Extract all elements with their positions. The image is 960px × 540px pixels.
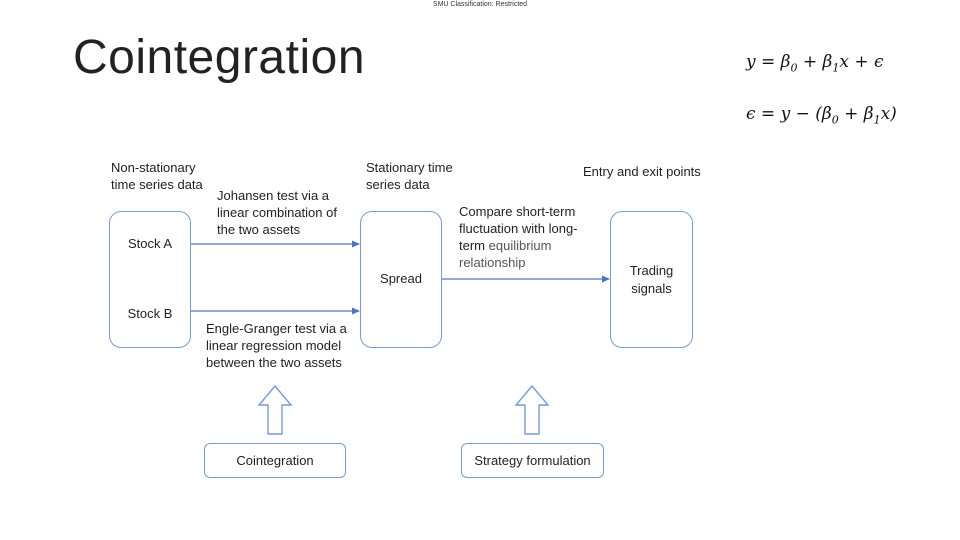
box-trading-line1: Trading [629, 263, 674, 278]
box-stock-b-label: Stock B [127, 306, 173, 321]
box-stock-a-label: Stock A [127, 236, 173, 251]
box-trading-signals [610, 211, 693, 348]
eq1-lhs: y = [746, 52, 781, 72]
eq1-plus2: + [848, 52, 875, 72]
hollow-up-arrow-cointegration [257, 384, 293, 435]
label-engle-granger-line1: Engle-Granger test via a [206, 321, 347, 336]
label-engle-granger: Engle-Granger test via a linear regressi… [206, 320, 347, 371]
eq2-lhs: ϵ = y − ( [746, 104, 822, 124]
label-entry-exit: Entry and exit points [583, 164, 701, 179]
eq2-beta1: β [863, 104, 874, 124]
label-nonstationary-line2: time series data [111, 177, 203, 192]
label-compare-line2: fluctuation with long- [459, 221, 578, 236]
eq1-beta1: β [822, 52, 833, 72]
label-johansen-line3: the two assets [217, 222, 301, 237]
eq1-plus1: + [797, 52, 823, 72]
eq2-beta0-sub: 0 [831, 113, 839, 127]
box-trading-line2: signals [631, 281, 672, 296]
eq2-plus: + [838, 104, 864, 124]
eq1-epsilon: ϵ [874, 52, 884, 72]
label-nonstationary-line1: Non-stationary [111, 160, 196, 175]
eq1-beta0: β [780, 52, 791, 72]
label-nonstationary: Non-stationary time series data [111, 159, 203, 193]
box-spread-label: Spread [380, 271, 422, 286]
label-johansen-line1: Johansen test via a [217, 188, 330, 203]
eq1-x: x [839, 52, 849, 72]
classification-label: SMU Classification: Restricted [432, 1, 528, 8]
label-stationary-line2: series data [366, 177, 430, 192]
label-compare-line4: relationship [459, 255, 526, 270]
label-compare-line3a: term [459, 238, 489, 253]
label-engle-granger-line3: between the two assets [206, 355, 342, 370]
label-johansen-line2: linear combination of [217, 205, 337, 220]
slide-title: Cointegration [73, 31, 366, 84]
label-compare: Compare short-term fluctuation with long… [459, 203, 578, 271]
box-stocks [109, 211, 191, 348]
strategy-formulation-box: Strategy formulation [461, 443, 604, 478]
equation-residual: ϵ = y − (β0 + β1x) [746, 104, 897, 126]
box-spread [360, 211, 442, 348]
eq2-beta0: β [821, 104, 832, 124]
label-stationary: Stationary time series data [366, 159, 453, 193]
label-compare-line1: Compare short-term [459, 204, 576, 219]
box-trading-signals-label: Trading signals [610, 262, 693, 298]
label-stationary-line1: Stationary time [366, 160, 453, 175]
eq2-rhs: x) [880, 104, 897, 124]
label-compare-line3: term equilibrium [459, 237, 578, 254]
cointegration-box: Cointegration [204, 443, 346, 478]
hollow-up-arrow-strategy [514, 384, 550, 435]
eq1-beta1-sub: 1 [832, 61, 840, 75]
cointegration-box-label: Cointegration [236, 453, 314, 468]
strategy-formulation-box-label: Strategy formulation [474, 453, 591, 468]
label-compare-line3b: equilibrium [488, 238, 552, 253]
equation-regression: y = β0 + β1x + ϵ [746, 52, 884, 74]
eq2-beta1-sub: 1 [873, 113, 881, 127]
label-johansen: Johansen test via a linear combination o… [217, 187, 337, 238]
label-engle-granger-line2: linear regression model [206, 338, 342, 353]
eq1-beta0-sub: 0 [790, 61, 798, 75]
